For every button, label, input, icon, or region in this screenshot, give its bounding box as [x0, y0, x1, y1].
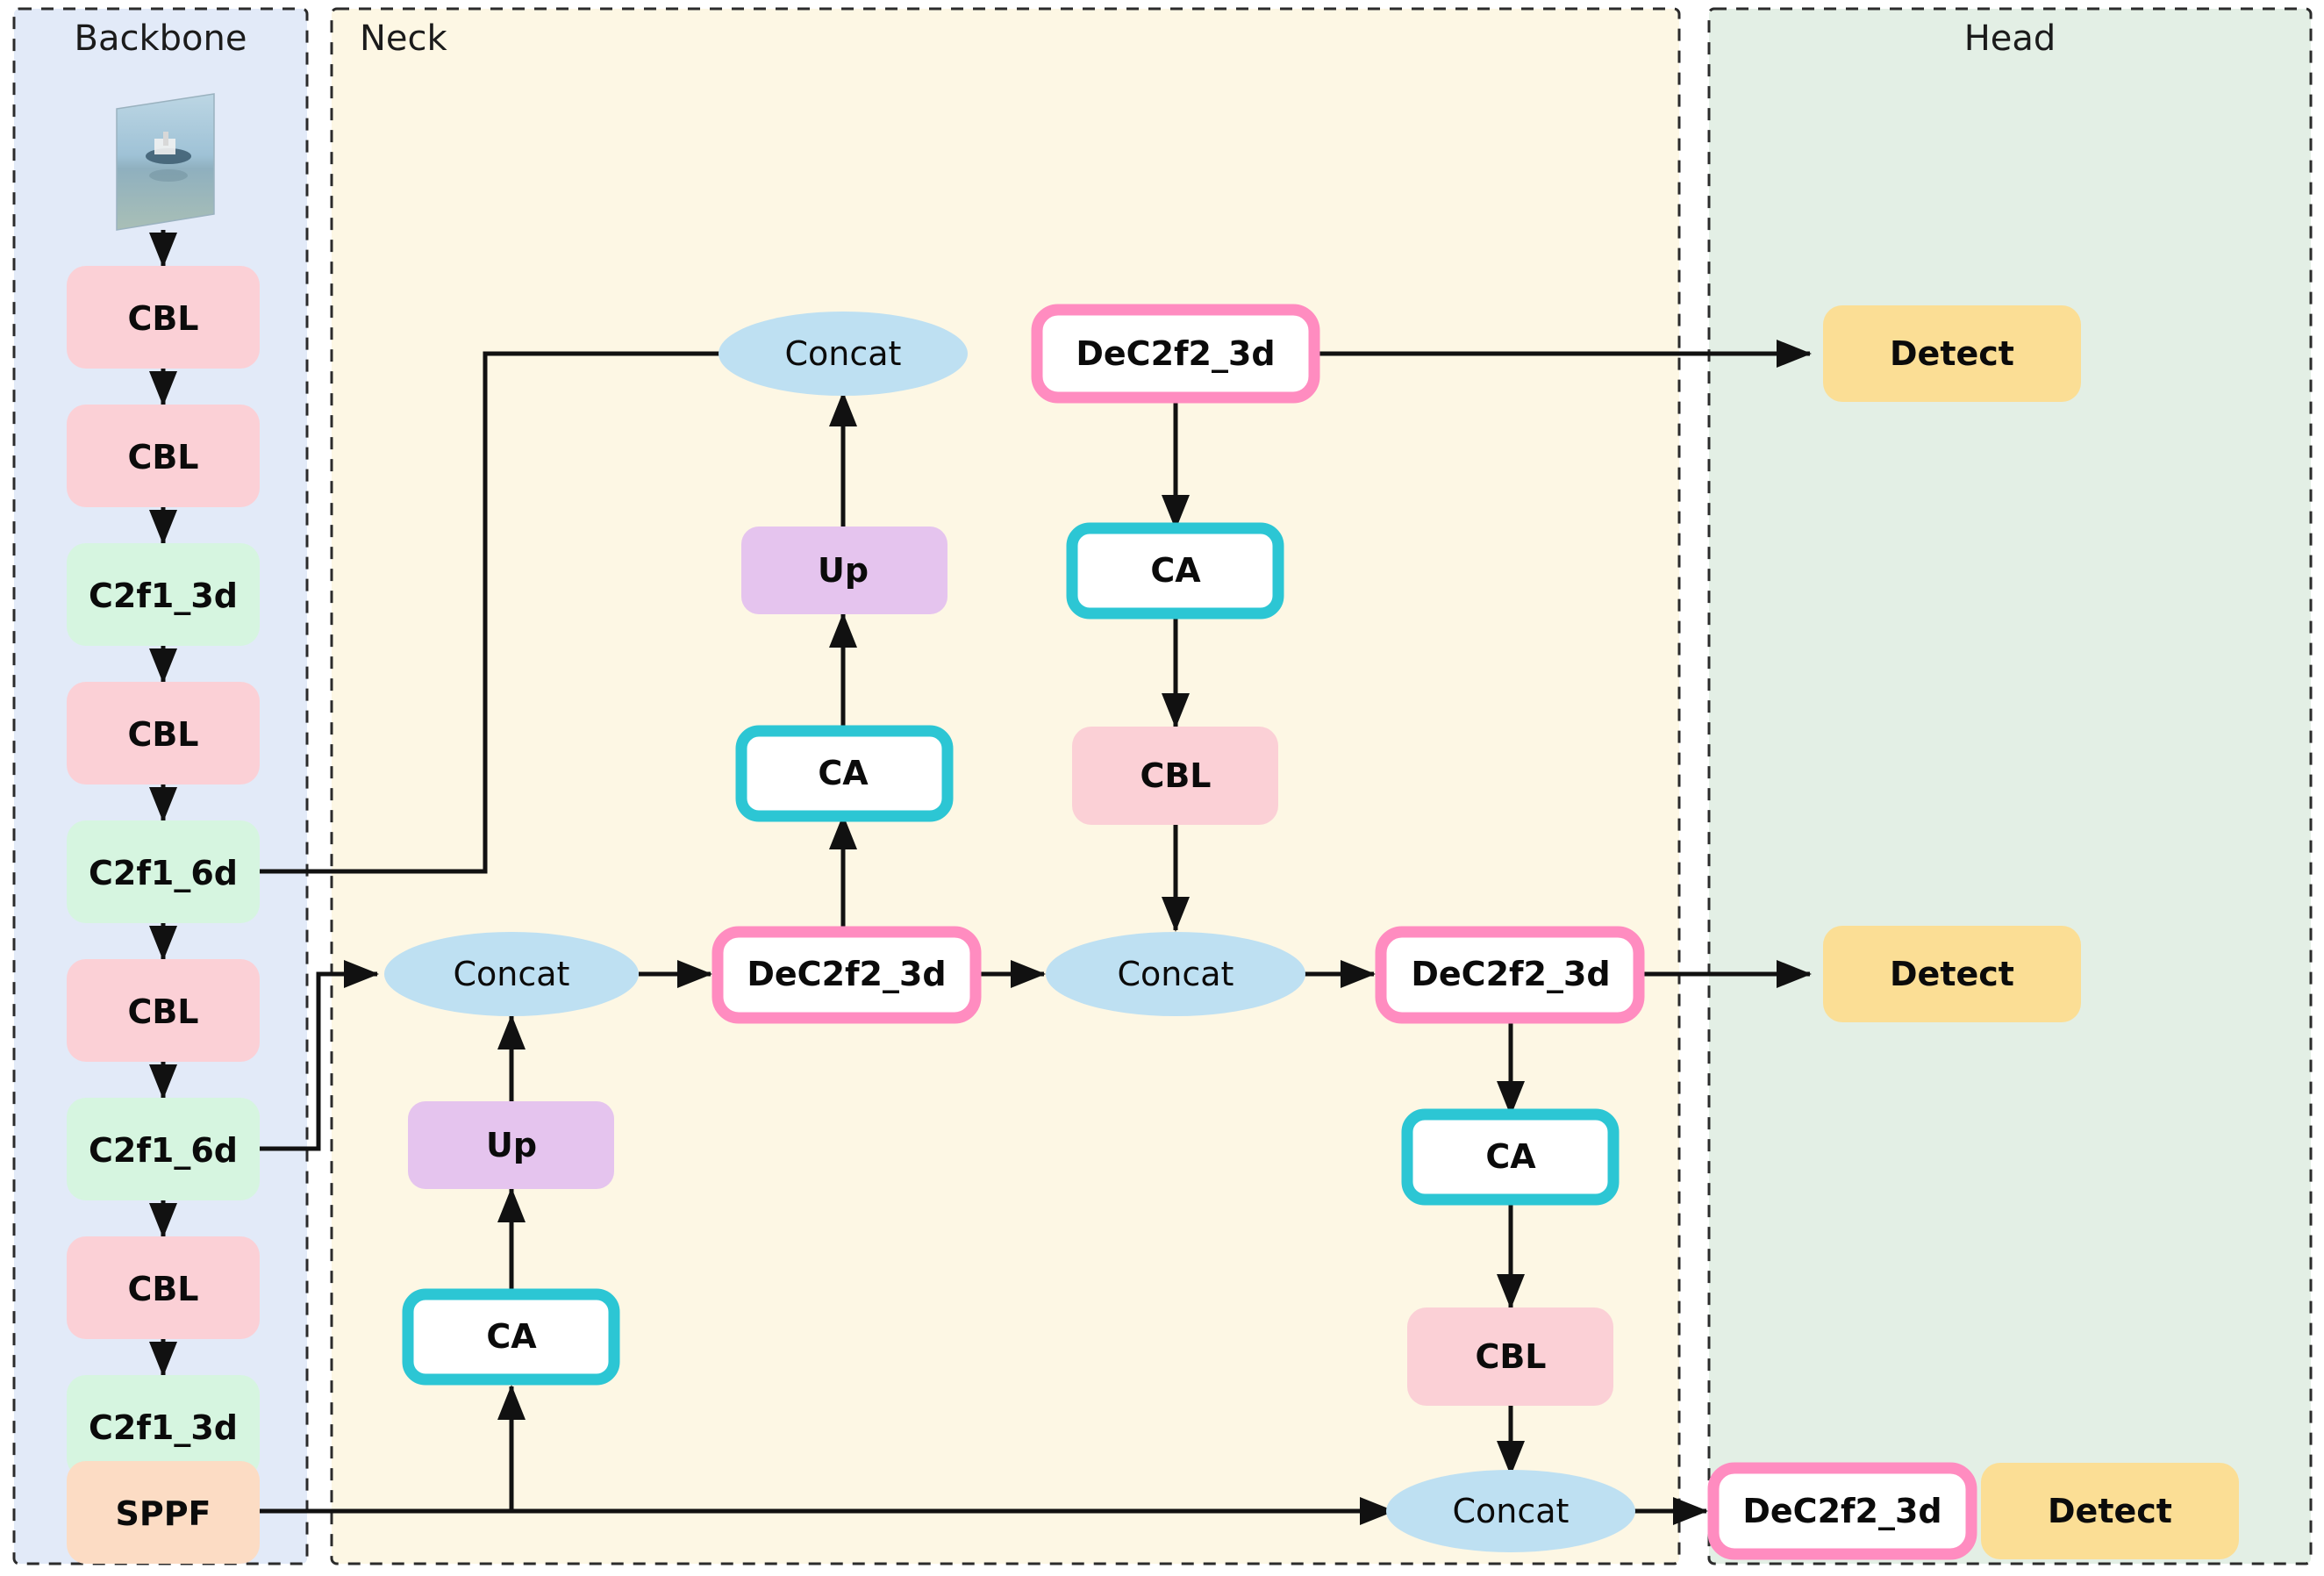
panel-label-backbone: Backbone — [75, 18, 247, 59]
node-nk-concat-mid-right[interactable]: Concat — [1046, 932, 1305, 1016]
node-bb-c2f1-3d-2[interactable]: C2f1_3d — [67, 1375, 260, 1478]
node-label: C2f1_6d — [89, 1131, 238, 1170]
panel-label-neck: Neck — [360, 18, 448, 59]
node-label: CA — [818, 754, 869, 792]
node-nk-ca-upper-right[interactable]: CA — [1066, 522, 1284, 620]
node-label: C2f1_3d — [89, 1408, 238, 1447]
node-nk-dec2f-top[interactable]: DeC2f2_3d — [1031, 304, 1320, 404]
node-nk-ca-upper-left[interactable]: CA — [735, 725, 954, 822]
edge-layer — [149, 230, 1970, 1525]
node-label: DeC2f2_3d — [1411, 955, 1610, 993]
node-label: DeC2f2_3d — [747, 955, 946, 993]
node-nk-dec2f-mid-right[interactable]: DeC2f2_3d — [1375, 926, 1645, 1024]
node-nk-concat-mid-left[interactable]: Concat — [384, 932, 639, 1016]
node-label: CBL — [127, 1270, 198, 1308]
node-label: CA — [1485, 1137, 1536, 1176]
node-label: CBL — [127, 715, 198, 754]
node-label: CBL — [1140, 756, 1211, 795]
panel-label-head: Head — [1964, 18, 2056, 59]
node-label: Up — [486, 1126, 537, 1164]
node-label: CBL — [1475, 1337, 1546, 1376]
node-nk-ca-low-right[interactable]: CA — [1401, 1108, 1620, 1206]
node-nk-ca-low-left[interactable]: CA — [402, 1288, 620, 1386]
node-label: Detect — [1890, 955, 2014, 993]
node-label: Concat — [1118, 955, 1234, 993]
node-label: Concat — [785, 334, 902, 373]
node-bb-cbl-4[interactable]: CBL — [67, 959, 260, 1062]
node-label: CA — [486, 1317, 537, 1356]
node-label: CBL — [127, 299, 198, 338]
node-nk-up-low[interactable]: Up — [408, 1101, 614, 1189]
node-bb-cbl-5[interactable]: CBL — [67, 1236, 260, 1339]
node-label: DeC2f2_3d — [1076, 334, 1275, 373]
node-label: CBL — [127, 992, 198, 1031]
node-label: DeC2f2_3d — [1742, 1492, 1941, 1530]
node-bb-c2f1-6d-2[interactable]: C2f1_6d — [67, 1098, 260, 1200]
edge-skip-c2f6d1-to-concat-top — [251, 339, 780, 874]
node-nk-up-top[interactable]: Up — [741, 527, 947, 614]
node-nk-cbl-low-right[interactable]: CBL — [1407, 1307, 1613, 1406]
node-label: Concat — [1453, 1492, 1570, 1530]
node-label: C2f1_6d — [89, 854, 238, 892]
edge-skip-c2f6d2-to-concat-mid-left — [251, 959, 380, 1151]
node-label: Concat — [454, 955, 570, 993]
node-hd-detect-3[interactable]: Detect — [1981, 1463, 2239, 1559]
node-bb-sppf[interactable]: SPPF — [67, 1461, 260, 1564]
node-nk-concat-top[interactable]: Concat — [719, 312, 968, 396]
node-label: C2f1_3d — [89, 577, 238, 615]
node-label: Detect — [1890, 334, 2014, 373]
node-nk-dec2f-bottom[interactable]: DeC2f2_3d — [1707, 1462, 1977, 1560]
node-label: SPPF — [115, 1494, 211, 1533]
node-bb-cbl-2[interactable]: CBL — [67, 405, 260, 507]
node-label: CBL — [127, 438, 198, 476]
node-bb-cbl-1[interactable]: CBL — [67, 266, 260, 369]
node-hd-detect-1[interactable]: Detect — [1823, 305, 2081, 402]
panel-head: Head — [1707, 7, 2313, 1565]
node-bb-cbl-3[interactable]: CBL — [67, 682, 260, 784]
node-nk-concat-bottom[interactable]: Concat — [1386, 1470, 1635, 1552]
node-nk-cbl-upper-right[interactable]: CBL — [1072, 727, 1278, 825]
node-bb-c2f1-6d-1[interactable]: C2f1_6d — [67, 820, 260, 923]
node-label: Up — [818, 551, 869, 590]
node-bb-c2f1-3d-1[interactable]: C2f1_3d — [67, 543, 260, 646]
node-nk-dec2f-mid-left[interactable]: DeC2f2_3d — [712, 926, 982, 1024]
panel-neck: Neck — [330, 7, 1681, 1565]
node-hd-detect-2[interactable]: Detect — [1823, 926, 2081, 1022]
node-label: Detect — [2048, 1492, 2172, 1530]
node-label: CA — [1150, 551, 1201, 590]
input-image-thumbnail — [116, 93, 215, 231]
